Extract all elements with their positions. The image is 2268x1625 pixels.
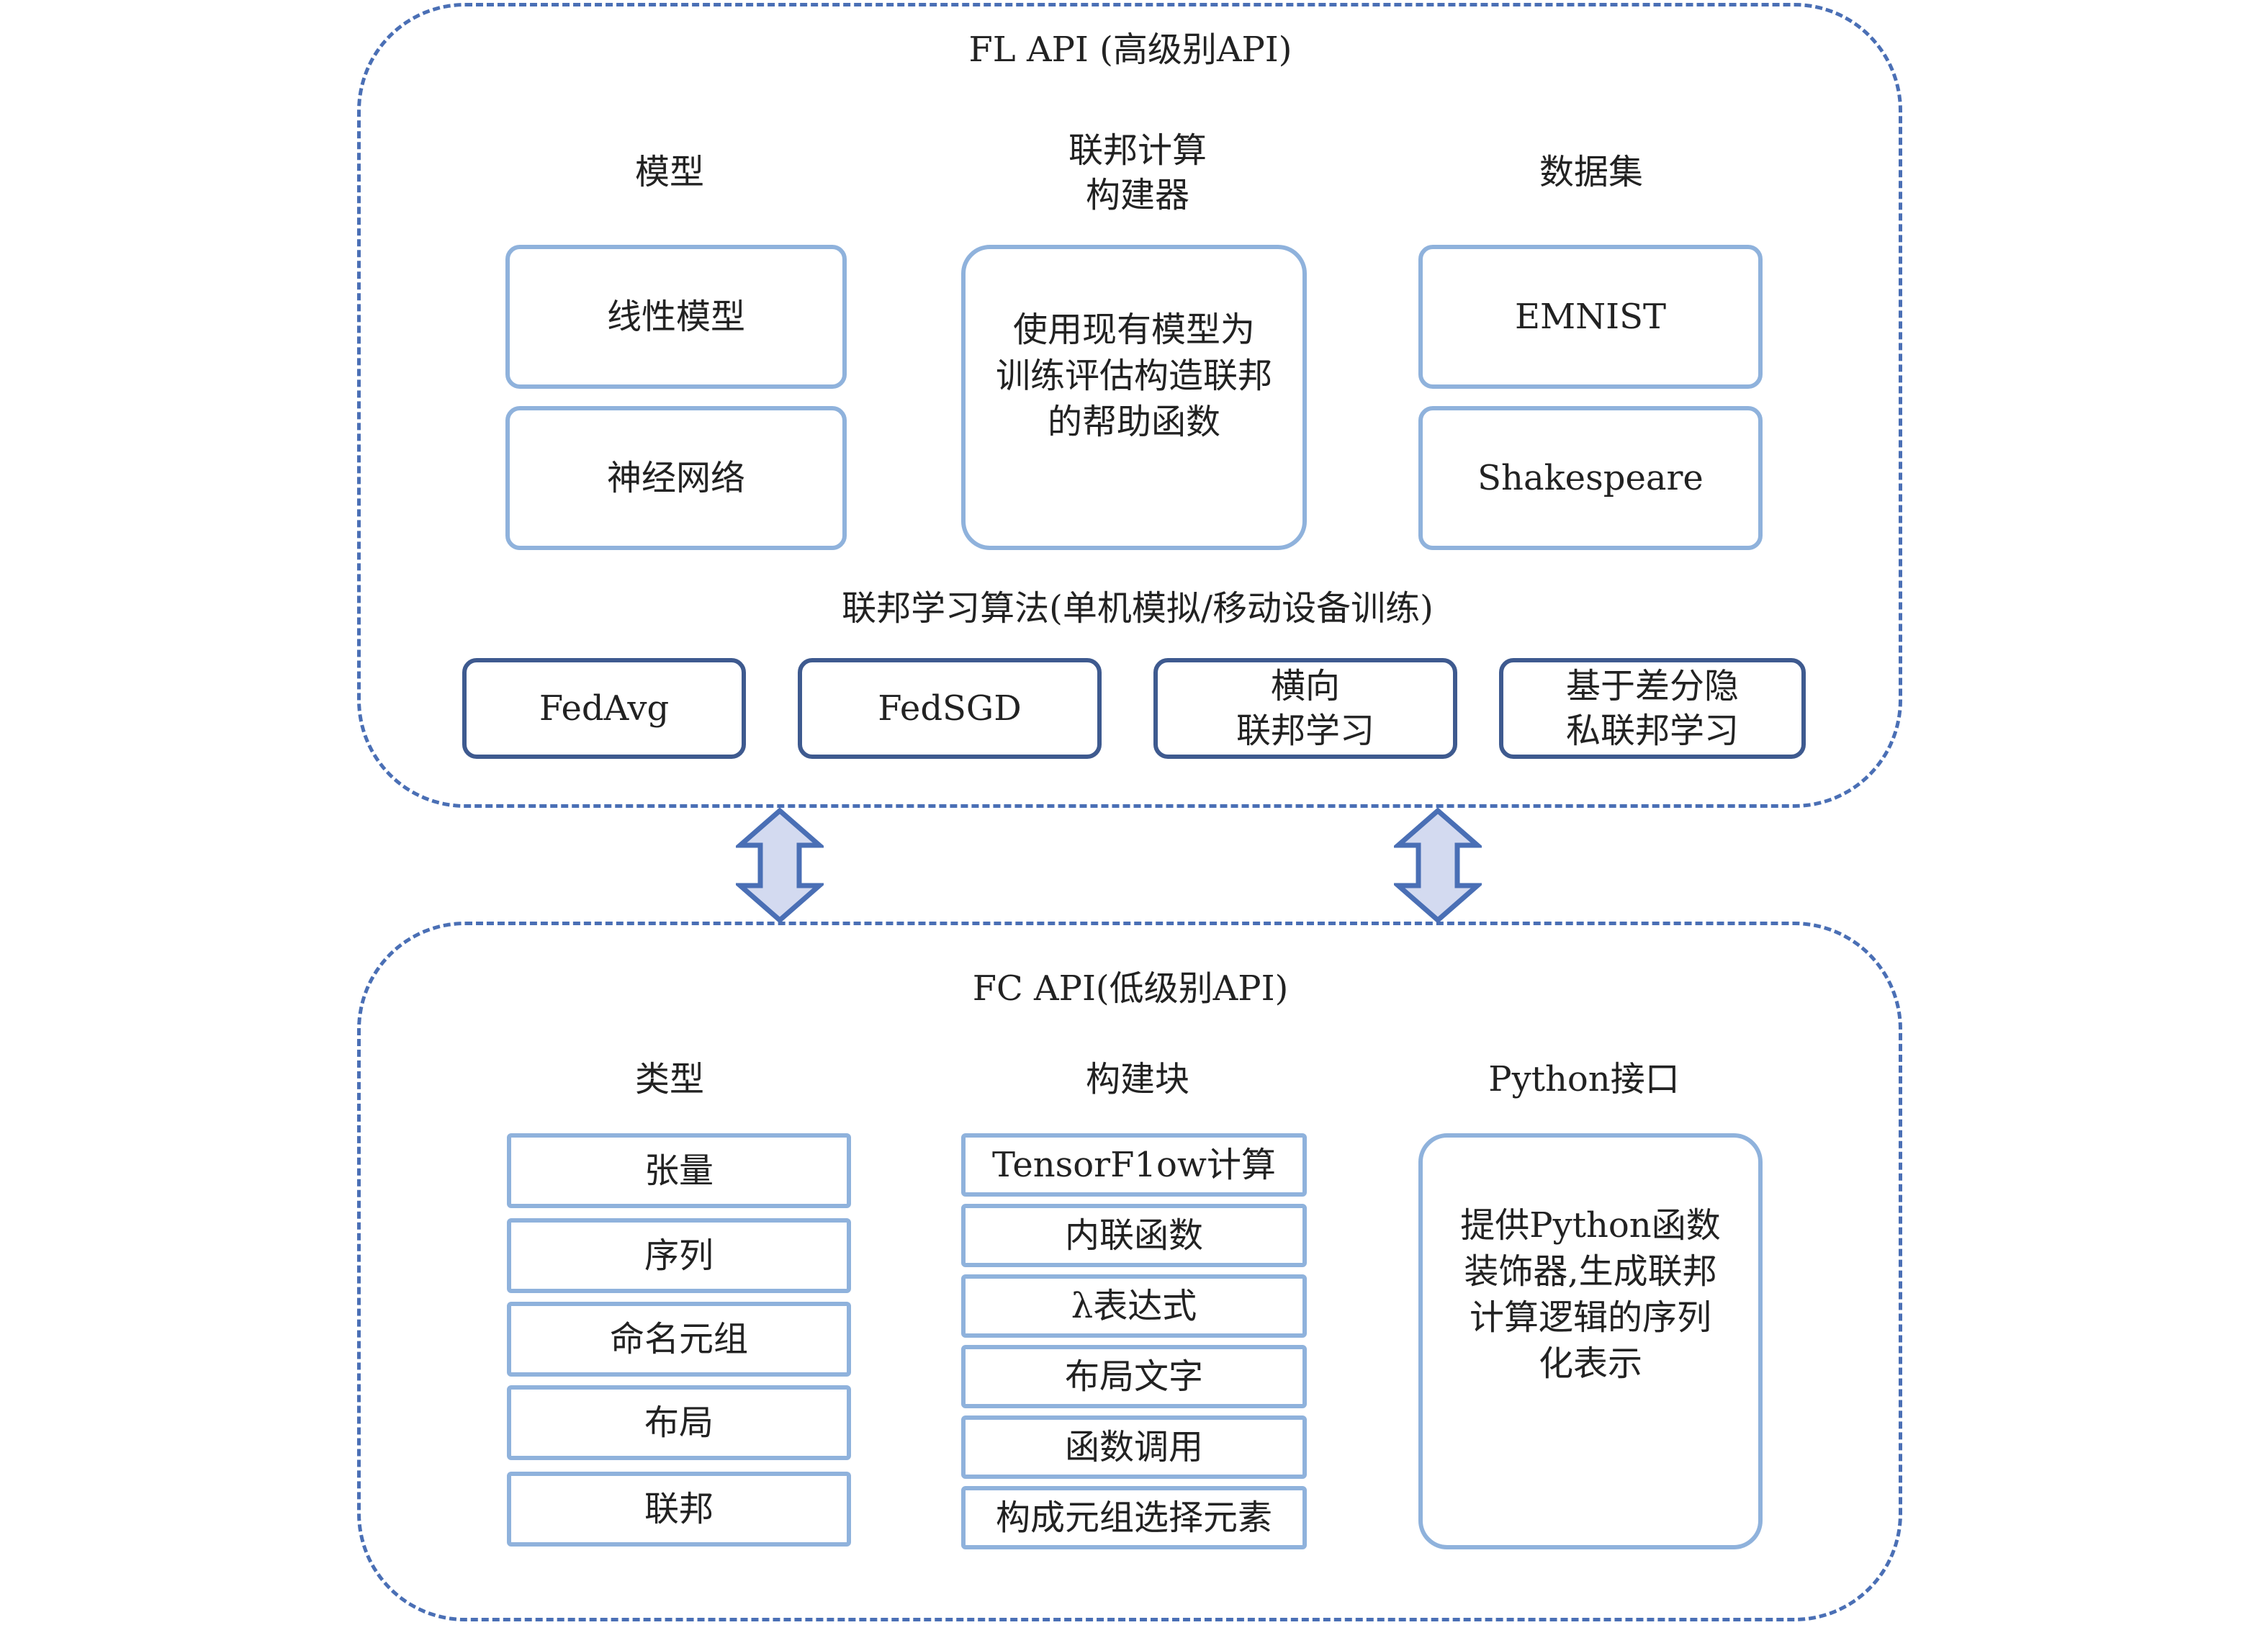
algorithm-item-horizontal-fl: 横向 联邦学习	[1153, 658, 1457, 759]
datasets-heading: 数据集	[1539, 152, 1643, 192]
block-item-lambda: λ表达式	[961, 1274, 1307, 1338]
algorithm-item-dp-fl: 基于差分隐 私联邦学习	[1499, 658, 1806, 759]
fl-api-title: FL API (高级别API)	[968, 30, 1292, 70]
fc-api-panel	[357, 922, 1902, 1621]
dataset-item-emnist: EMNIST	[1418, 245, 1763, 389]
type-item-named-tuple: 命名元组	[507, 1302, 851, 1377]
builder-description-box: 使用现有模型为 训练评估构造联邦 的帮助函数	[961, 245, 1307, 550]
fl-api-panel	[357, 3, 1902, 808]
type-item-placement: 布局	[507, 1385, 851, 1460]
type-item-federated: 联邦	[507, 1472, 851, 1547]
python-interface-box: 提供Python函数 装饰器,生成联邦 计算逻辑的序列 化表示	[1418, 1133, 1763, 1549]
python-interface-heading: Python接口	[1488, 1059, 1680, 1099]
algorithms-heading: 联邦学习算法(单机模拟/移动设备训练)	[842, 588, 1434, 629]
block-item-tuple-selection: 构成元组选择元素	[961, 1486, 1307, 1549]
fc-api-title: FC API(低级别API)	[972, 968, 1289, 1009]
type-item-tensor: 张量	[507, 1133, 851, 1208]
block-item-call: 函数调用	[961, 1415, 1307, 1479]
building-blocks-heading: 构建块	[1085, 1059, 1189, 1099]
type-item-sequence: 序列	[507, 1218, 851, 1293]
dataset-item-shakespeare: Shakespeare	[1418, 406, 1763, 550]
double-arrow-right-icon	[1394, 808, 1482, 923]
types-heading: 类型	[634, 1059, 704, 1099]
models-heading: 模型	[634, 152, 704, 192]
block-item-intrinsic: 内联函数	[961, 1204, 1307, 1267]
algorithm-item-fedavg: FedAvg	[462, 658, 746, 759]
algorithm-item-fedsgd: FedSGD	[798, 658, 1102, 759]
block-item-tensorflow-computation: TensorF1ow计算	[961, 1133, 1307, 1197]
double-arrow-left-icon	[736, 808, 824, 923]
model-item-linear: 线性模型	[505, 245, 847, 389]
builder-heading: 联邦计算 构建器	[1068, 130, 1207, 215]
block-item-placement-literal: 布局文字	[961, 1345, 1307, 1408]
model-item-neural-network: 神经网络	[505, 406, 847, 550]
